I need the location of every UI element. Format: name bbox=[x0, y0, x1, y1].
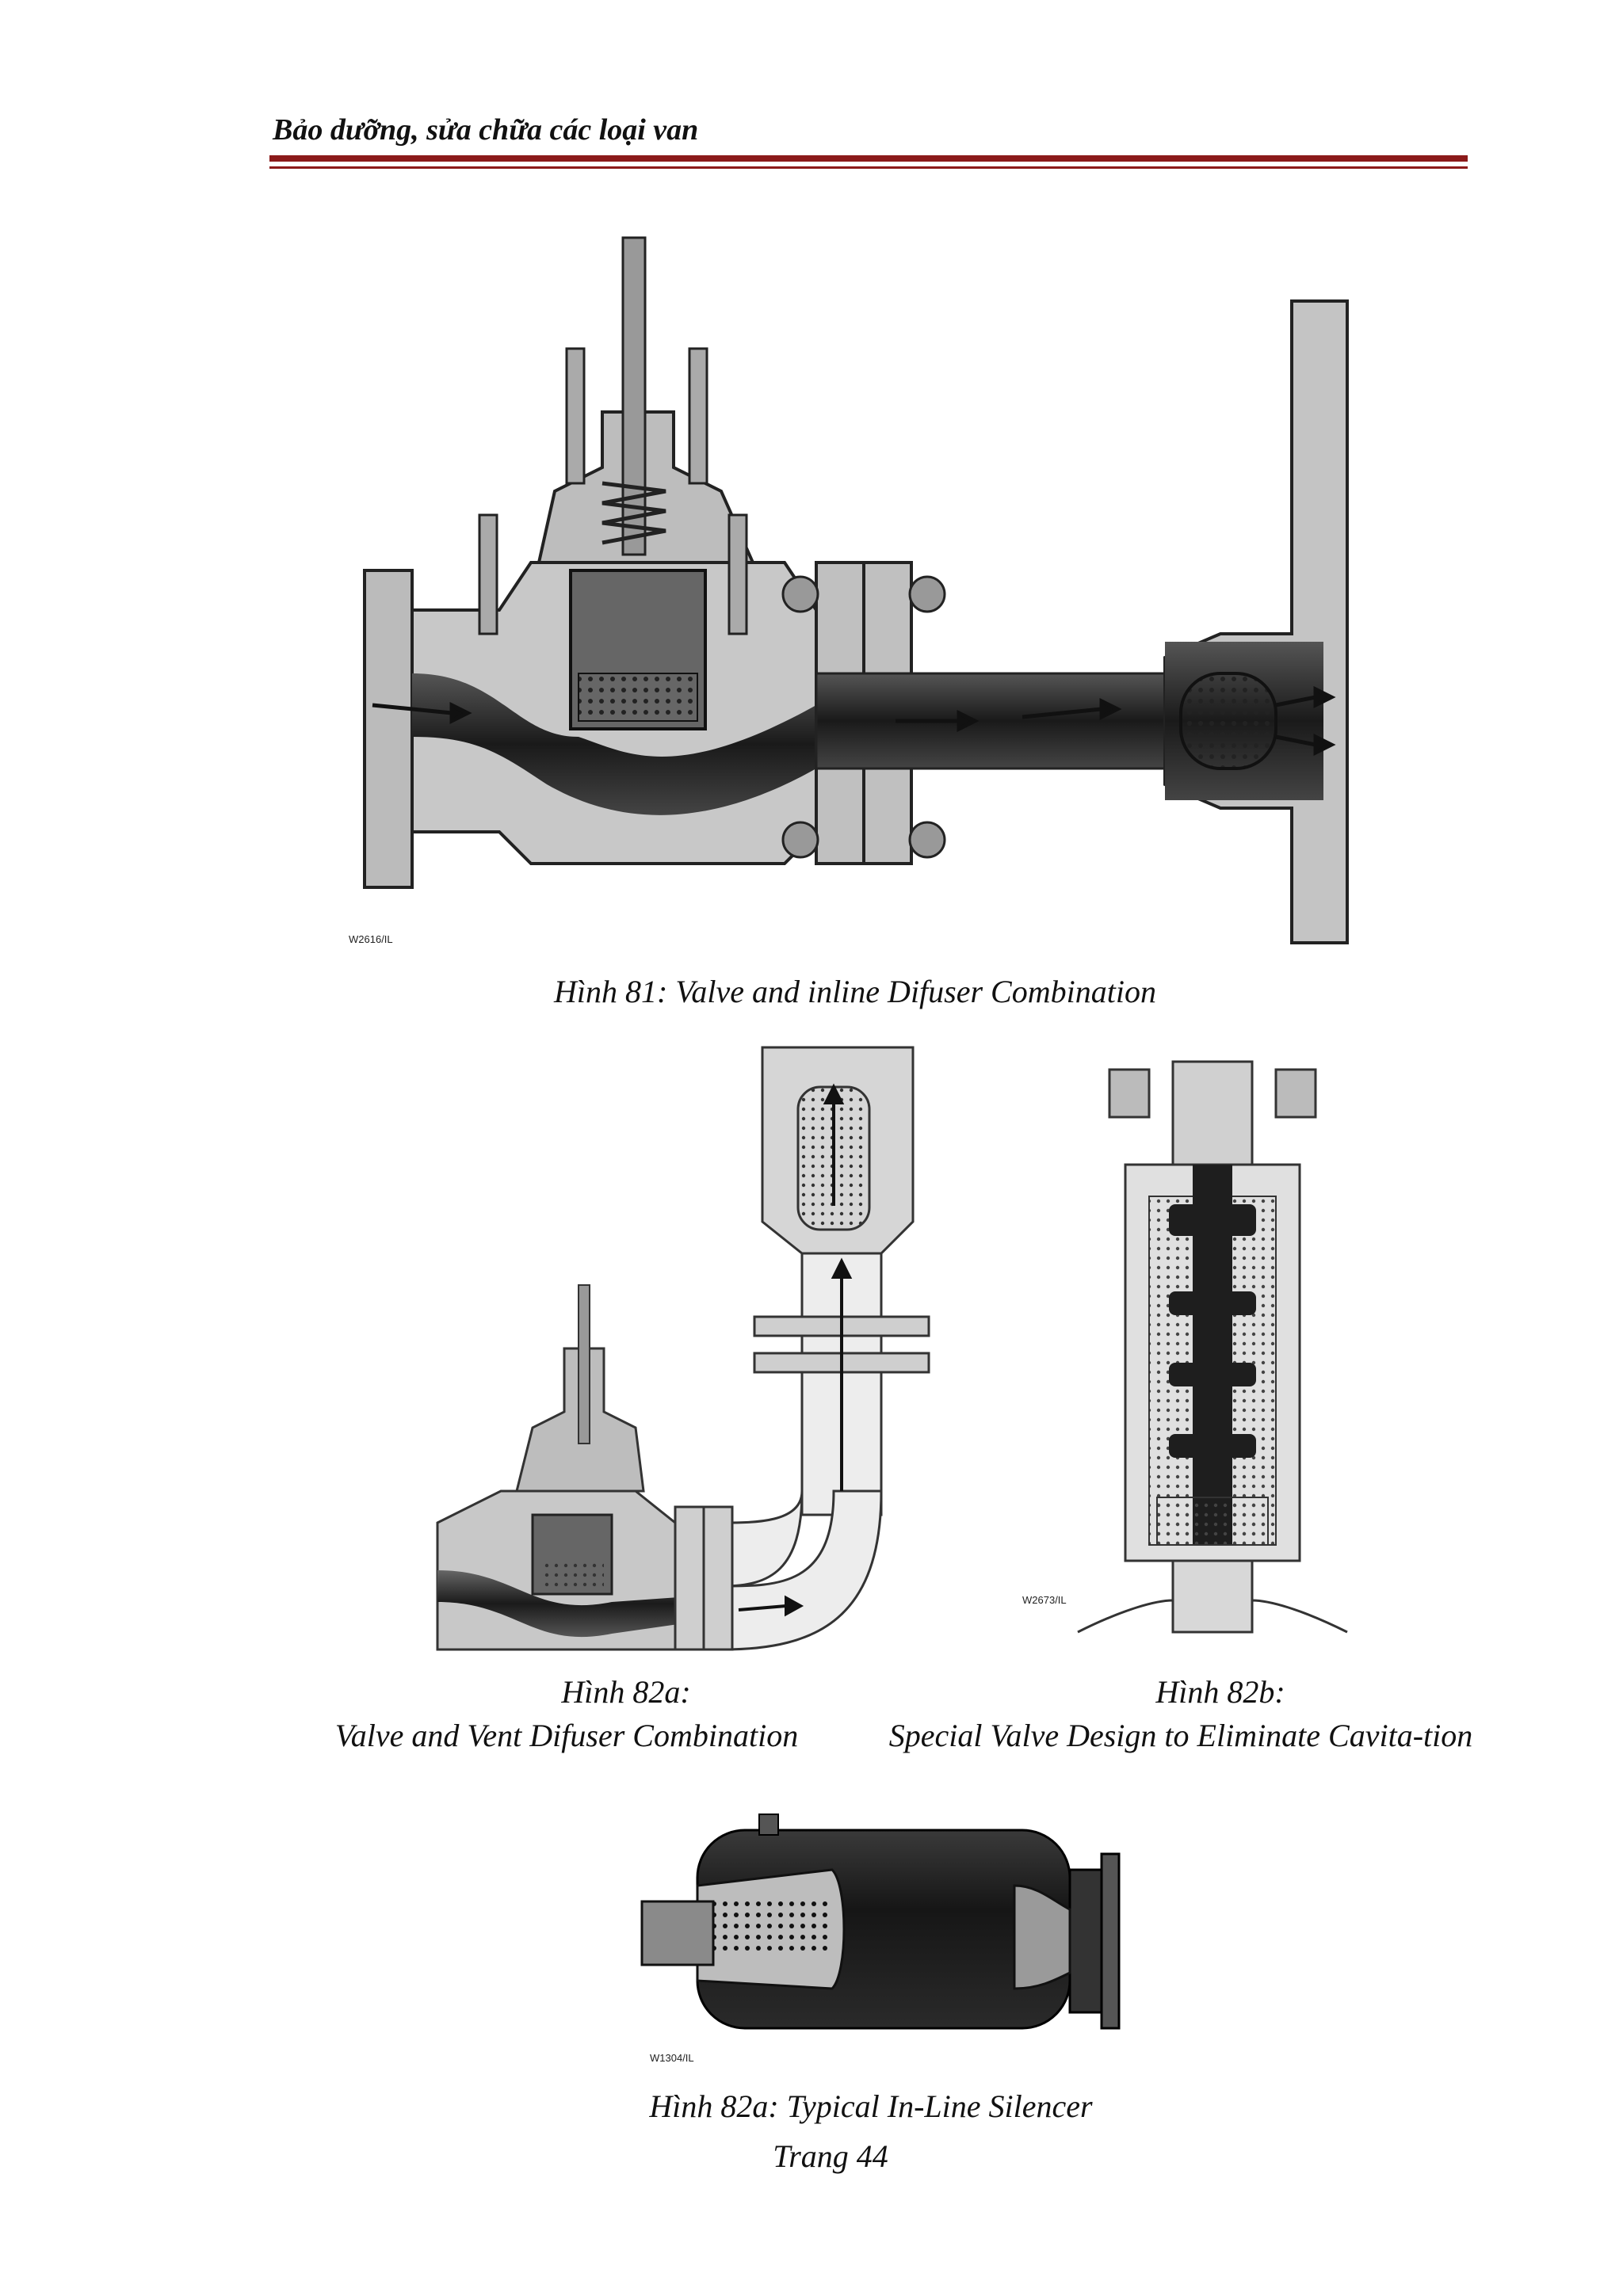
figure-82b-special-valve-design: W2673/IL bbox=[1022, 1054, 1395, 1656]
header-rule-thick bbox=[269, 155, 1468, 162]
figure-81-drawing: W2616/IL bbox=[349, 236, 1349, 945]
page-number: Trang 44 bbox=[773, 2138, 888, 2174]
figure-82a-caption-line1: Hình 82a: bbox=[561, 1674, 691, 1710]
figure-82a-caption-line2: Valve and Vent Difuser Combination bbox=[334, 1718, 799, 1753]
header-rule-thin bbox=[269, 166, 1468, 169]
figure-82b-drawing: W2673/IL bbox=[1022, 1060, 1348, 1634]
figure-81-code: W2616/IL bbox=[349, 933, 393, 945]
figure-82a-valve-vent-diffuser bbox=[436, 1046, 953, 1651]
silencer-code: W1304/IL bbox=[650, 2052, 694, 2064]
figure-in-line-silencer: W1304/IL bbox=[640, 1798, 1125, 2068]
silencer-drawing: W1304/IL bbox=[640, 1814, 1121, 2064]
figure-82b-code: W2673/IL bbox=[1022, 1594, 1067, 1606]
document-header-title: Bảo dưỡng, sửa chữa các loại van bbox=[273, 113, 699, 147]
figure-81-caption: Hình 81: Valve and inline Difuser Combin… bbox=[554, 974, 1156, 1009]
figure-82a-drawing bbox=[436, 1046, 930, 1651]
figure-82b-caption-line1: Hình 82b: bbox=[1155, 1674, 1285, 1710]
silencer-caption: Hình 82a: Typical In-Line Silencer bbox=[649, 2088, 1093, 2124]
figure-82b-caption-line2: Special Valve Design to Eliminate Cavita… bbox=[888, 1718, 1473, 1753]
figure-81-valve-inline-diffuser: W2616/IL bbox=[341, 230, 1426, 959]
